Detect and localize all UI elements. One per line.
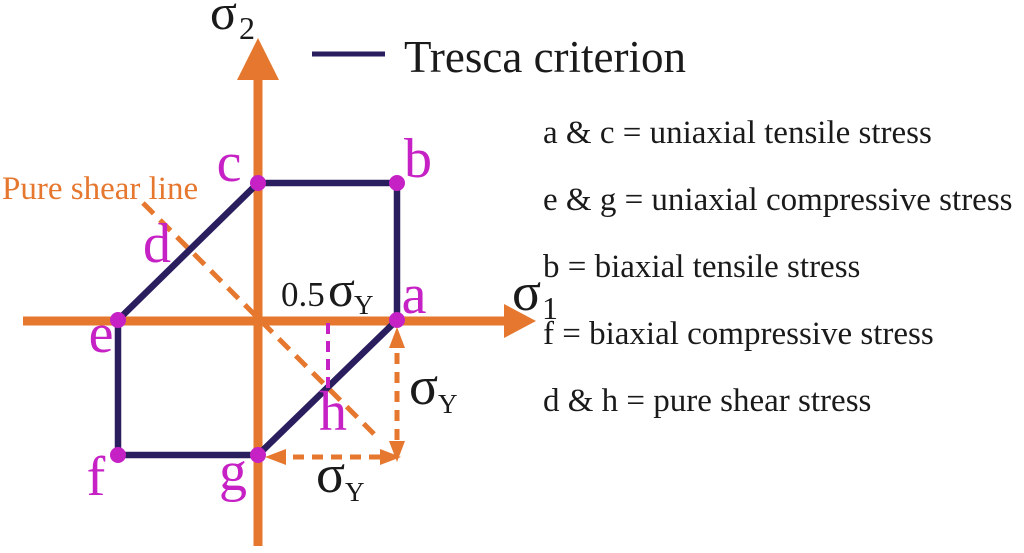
yield-horizontal-symbol: σ [316, 444, 345, 504]
vertex-dot-e [110, 312, 126, 328]
vertex-label-f: f [87, 446, 106, 508]
vertex-label-b: b [404, 128, 432, 190]
vertex-dot-f [110, 447, 126, 463]
vertex-label-d: d [143, 213, 171, 275]
vertex-label-c: c [217, 132, 242, 194]
dimension-arrow-down-icon [389, 441, 405, 462]
note-biaxial-compressive: f = biaxial compressive stress [543, 316, 934, 352]
note-biaxial-tensile: b = biaxial tensile stress [543, 249, 860, 285]
vertex-dot-b [389, 175, 405, 191]
vertex-dot-c [250, 175, 266, 191]
vertex-dot-g [250, 447, 266, 463]
vertex-label-g: g [219, 441, 247, 503]
sigma1-axis-subscript: 1 [542, 290, 558, 326]
note-uniaxial-tensile: a & c = uniaxial tensile stress [543, 115, 932, 151]
vertex-label-a: a [402, 264, 427, 326]
yield-horizontal-subscript: Y [345, 477, 365, 507]
note-uniaxial-compressive: e & g = uniaxial compressive stress [543, 182, 1013, 218]
yield-vertical-symbol: σ [409, 356, 438, 416]
half-yield-symbol: σ [328, 261, 355, 317]
sigma1-axis-label: σ [512, 262, 541, 322]
sigma2-axis-arrow-icon [237, 38, 279, 80]
yield-vertical-subscript: Y [438, 389, 458, 419]
sigma1-axis-arrow-icon [504, 304, 536, 338]
dimension-arrow-right-icon [380, 449, 401, 465]
vertex-dot-a [389, 312, 405, 328]
vertex-label-e: e [89, 303, 114, 365]
pure-shear-line [141, 201, 376, 436]
half-yield-subscript: Y [354, 290, 374, 320]
pure-shear-line-label: Pure shear line [2, 171, 198, 207]
legend-label: Tresca criterion [404, 32, 686, 82]
dimension-arrow-left-icon [265, 449, 286, 465]
dimension-arrow-up-icon [389, 327, 405, 348]
sigma2-axis-subscript: 2 [239, 10, 255, 46]
note-pure-shear: d & h = pure shear stress [543, 383, 871, 419]
vertex-label-h: h [319, 381, 347, 443]
half-yield-prefix: 0.5 [281, 275, 325, 314]
sigma2-axis-label: σ [210, 0, 237, 40]
